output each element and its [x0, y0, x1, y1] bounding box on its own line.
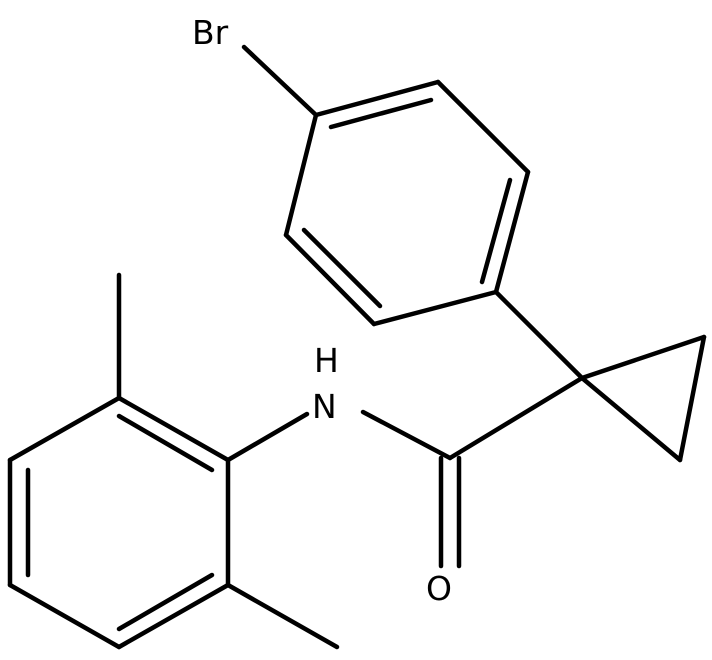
ring-b-bond-1-inner	[116, 413, 215, 473]
ring-b-bond-2	[7, 395, 122, 463]
ring-a-bond-3	[493, 169, 531, 295]
atom-label-h: H	[314, 341, 339, 380]
dimethylphenyl-group	[7, 272, 340, 650]
ring-a-bond-2	[435, 79, 531, 175]
ring-b-bond-1	[116, 395, 231, 463]
cyclopropane-bond-1	[579, 334, 707, 381]
atom-label-n: N	[312, 387, 337, 426]
bond-methyl-bottom	[225, 582, 340, 650]
cyclopropane-bond-2	[677, 334, 707, 463]
ring-a-bond-1	[313, 79, 441, 118]
bromophenyl-group	[241, 44, 531, 327]
bond-br-c1	[241, 44, 319, 118]
ring-a-bond-4	[371, 289, 499, 327]
ring-b-bond-5-inner	[116, 572, 215, 632]
bond-carbonyl-nitrogen	[360, 409, 453, 461]
ring-a-bond-6	[283, 112, 319, 238]
ring-a-bond-1-inner	[328, 97, 434, 130]
cyclopropane-bond-3	[579, 375, 683, 463]
amide-group	[225, 375, 585, 569]
ring-a-bond-5-inner	[301, 227, 383, 309]
atom-label-o: O	[426, 569, 452, 608]
ring-b-bond-5	[116, 582, 231, 650]
ring-a-bond-5	[283, 232, 377, 327]
atom-label-br: Br	[192, 13, 229, 52]
ring-b-bond-4	[7, 582, 122, 650]
bond-nitrogen-aryl	[225, 411, 310, 463]
bond-aryl-cyclopropyl	[493, 289, 585, 381]
ring-a-bond-3-inner	[479, 177, 513, 285]
cyclopropane-group	[493, 289, 707, 463]
bond-cyclopropyl-carbonyl	[447, 375, 585, 461]
